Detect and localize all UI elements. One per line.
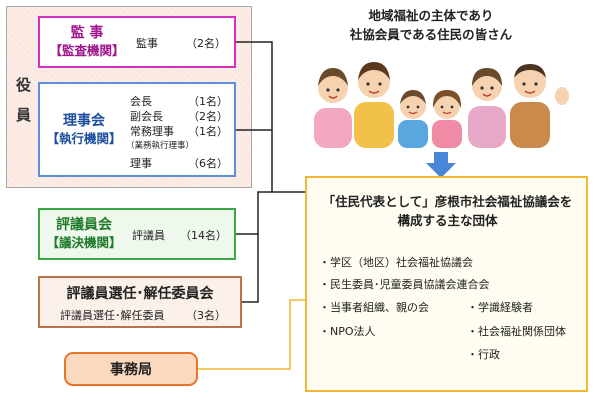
auditor-box: 監 事 【監査機関】 監事 （2名） [38, 16, 236, 68]
member-organizations-title: 「住民代表として」彦根市社会福祉協議会を 構成する主な団体 [315, 192, 580, 230]
board-box: 理事会 【執行機関】 会長 （1名） 副会長 （2名） 常務理事 （1名） （業… [38, 82, 236, 177]
residents-caption: 地域福祉の主体であり 社協会員である住民の皆さん [324, 6, 538, 44]
org-item: ・社会福祉関係団体 [467, 325, 566, 338]
org-item: ・学区（地区）社会福祉協議会 [319, 256, 473, 269]
org-item: ・行政 [467, 348, 500, 361]
auditor-count: （2名） [186, 37, 226, 50]
board-member-chairman: 会長 [130, 95, 152, 108]
org-item: ・民生委員･児童委員協議会連合会 [319, 278, 490, 291]
officers-label-1: 役 [16, 76, 32, 94]
council-count: （14名） [180, 229, 227, 242]
family-illustration [314, 62, 569, 148]
council-name: 評議員会 [56, 217, 112, 233]
board-title: 理事会 【執行機関】 [42, 112, 126, 148]
board-member-director: 理事 [130, 157, 152, 170]
selection-committee-box: 評議員選任･解任委員会 評議員選任･解任委員 （3名） [38, 276, 242, 328]
board-role: 【執行機関】 [46, 131, 122, 146]
board-member-vice: 副会長 [130, 110, 163, 123]
down-arrow-icon [426, 152, 456, 178]
secretariat-box: 事務局 [64, 352, 198, 386]
org-item: ・学識経験者 [467, 301, 533, 314]
auditor-name: 監 事 [70, 25, 104, 41]
person-figure [314, 68, 352, 148]
board-count-managing: （1名） [188, 125, 228, 138]
auditor-member: 監事 [136, 37, 158, 50]
council-member: 評議員 [132, 229, 165, 242]
officers-label-2: 員 [16, 106, 32, 124]
board-name: 理事会 [63, 113, 105, 129]
residents-caption-line1: 地域福祉の主体であり [368, 8, 494, 23]
member-organizations-box: 「住民代表として」彦根市社会福祉協議会を 構成する主な団体 ・学区（地区）社会福… [305, 176, 588, 392]
board-member-managing: 常務理事 [130, 125, 174, 138]
org-item: ・NPO法人 [319, 325, 376, 338]
auditor-title: 監 事 【監査機関】 [42, 24, 132, 60]
council-role: 【議決機関】 [46, 235, 122, 250]
council-title: 評議員会 【議決機関】 [42, 216, 126, 252]
selection-committee-count: （3名） [186, 309, 226, 322]
board-count-chairman: （1名） [188, 95, 228, 108]
board-count-vice: （2名） [188, 110, 228, 123]
council-box: 評議員会 【議決機関】 評議員 （14名） [38, 208, 236, 260]
member-organizations-title-line2: 構成する主な団体 [397, 213, 498, 228]
org-item: ・当事者組織、親の会 [319, 301, 429, 314]
residents-caption-line2: 社協会員である住民の皆さん [349, 27, 513, 42]
board-count-director: （6名） [188, 157, 228, 170]
auditor-role: 【監査機関】 [49, 43, 125, 58]
selection-committee-member: 評議員選任･解任委員 [60, 309, 165, 322]
member-organizations-title-line1: 「住民代表として」彦根市社会福祉協議会を [322, 194, 573, 209]
board-note: （業務執行理事） [126, 141, 195, 151]
secretariat-name: 事務局 [110, 362, 152, 378]
selection-committee-name: 評議員選任･解任委員会 [66, 286, 214, 302]
